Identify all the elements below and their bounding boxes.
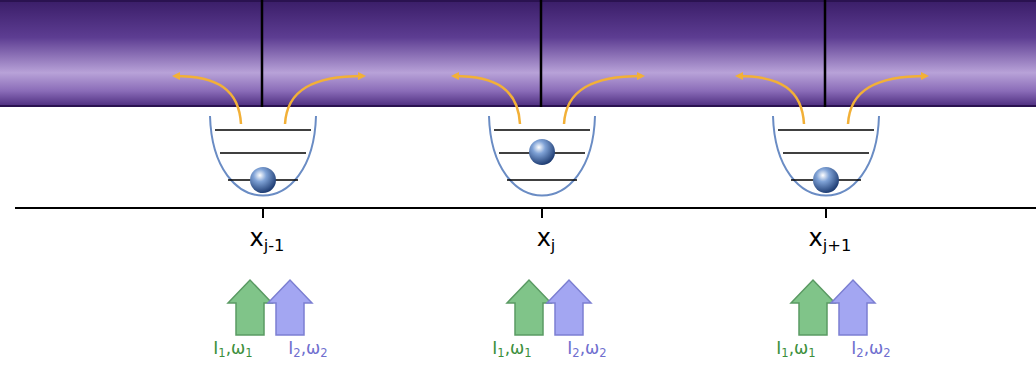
position-label: xj-1 xyxy=(250,226,285,254)
position-label: xj xyxy=(537,226,556,254)
trap-potential xyxy=(175,76,363,335)
subscript: 2 xyxy=(883,346,890,360)
symbol: ,ω xyxy=(580,338,600,358)
segment-divider xyxy=(540,0,543,107)
subscript: 1 xyxy=(524,346,531,360)
beam-label: I1,ω1 xyxy=(492,340,531,360)
subscript: 2 xyxy=(320,346,327,360)
trap-potential xyxy=(454,76,642,335)
subscript: 1 xyxy=(245,346,252,360)
waveguide-edge xyxy=(0,0,1036,2)
subscript: j-1 xyxy=(264,236,285,255)
symbol: ,ω xyxy=(505,338,525,358)
symbol: ,ω xyxy=(789,338,809,358)
trap-potential xyxy=(738,76,926,335)
symbol: I xyxy=(492,338,497,358)
symbol: x xyxy=(537,224,551,252)
segment-divider xyxy=(824,0,827,107)
beam-label: I1,ω1 xyxy=(213,340,252,360)
symbol: ,ω xyxy=(301,338,321,358)
subscript: 2 xyxy=(599,346,606,360)
subscript: 1 xyxy=(808,346,815,360)
segment-divider xyxy=(261,0,264,107)
atom xyxy=(250,167,276,193)
beam-label: I2,ω2 xyxy=(288,340,327,360)
position-axis xyxy=(15,207,1036,209)
subscript: 2 xyxy=(293,346,300,360)
beam-label: I1,ω1 xyxy=(776,340,815,360)
subscript: 1 xyxy=(781,346,788,360)
atom xyxy=(529,139,555,165)
beam-label: I2,ω2 xyxy=(567,340,606,360)
subscript: j+1 xyxy=(823,236,852,255)
waveguide xyxy=(0,0,1036,107)
symbol: I xyxy=(213,338,218,358)
subscript: j xyxy=(551,236,556,255)
symbol: ,ω xyxy=(226,338,246,358)
symbol: x xyxy=(250,224,264,252)
beam-label: I2,ω2 xyxy=(851,340,890,360)
symbol: I xyxy=(776,338,781,358)
position-label: xj+1 xyxy=(809,226,852,254)
subscript: 1 xyxy=(218,346,225,360)
subscript: 2 xyxy=(572,346,579,360)
symbol: x xyxy=(809,224,823,252)
atom xyxy=(813,167,839,193)
symbol: I xyxy=(851,338,856,358)
symbol: I xyxy=(567,338,572,358)
symbol: I xyxy=(288,338,293,358)
subscript: 2 xyxy=(856,346,863,360)
subscript: 1 xyxy=(497,346,504,360)
symbol: ,ω xyxy=(864,338,884,358)
